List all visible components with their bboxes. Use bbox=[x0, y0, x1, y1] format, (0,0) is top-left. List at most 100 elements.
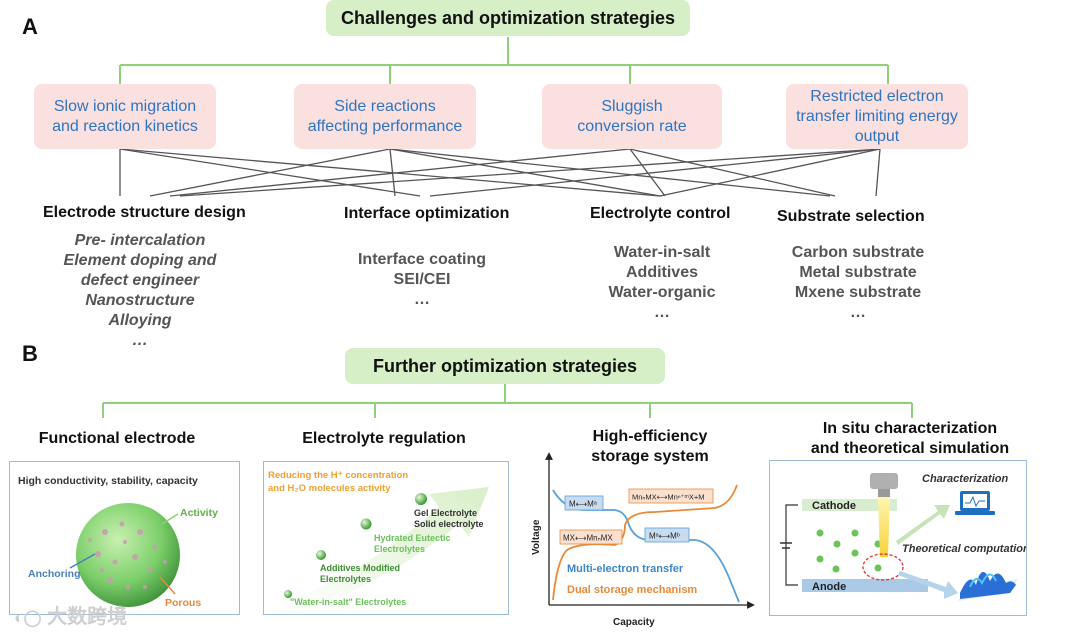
title-electrolyte-regulation: Electrolyte regulation bbox=[302, 430, 466, 447]
circuit-wire bbox=[785, 504, 798, 586]
probe-beam bbox=[878, 497, 890, 557]
list-item: Interface coating bbox=[357, 251, 487, 268]
anode-label: Anode bbox=[812, 581, 846, 593]
challenge-text: Side reactions bbox=[334, 97, 436, 115]
note-line1: Reducing the H⁺ concentration bbox=[268, 470, 408, 481]
list-item: defect engineer bbox=[80, 272, 200, 289]
list-item: Metal substrate bbox=[799, 264, 917, 281]
theoretical-label: Theoretical computation bbox=[902, 543, 1026, 555]
wis-label: "Water-in-salt" Electrolytes bbox=[290, 597, 406, 607]
list-item: Element doping and bbox=[63, 252, 217, 269]
list-item: … bbox=[850, 304, 866, 321]
arrow-to-computation bbox=[898, 571, 958, 599]
electrolyte-regulation-panel: Reducing the H⁺ concentration and H₂O mo… bbox=[263, 461, 509, 615]
characterization-label: Characterization bbox=[922, 473, 1008, 485]
additives-ball bbox=[316, 550, 326, 560]
additives-line2: Electrolytes bbox=[320, 574, 371, 584]
in-situ-illustration: Cathode Anode Characterization Theoretic… bbox=[780, 473, 1026, 601]
box-mx bbox=[559, 529, 623, 545]
challenge-text: transfer limiting energy bbox=[796, 107, 958, 125]
box-ma-text: Mᵃ⟷Mᵇ bbox=[649, 532, 680, 541]
challenge-ionic-migration: Slow ionic migration and reaction kineti… bbox=[34, 84, 216, 149]
strategy-list-electrode: Pre- intercalation Element doping and de… bbox=[40, 231, 240, 351]
section-b-connectors bbox=[102, 384, 913, 418]
cathode-bar bbox=[802, 499, 897, 511]
challenge-side-reactions: Side reactions affecting performance bbox=[294, 84, 476, 149]
eutectic-line2: Electrolytes bbox=[374, 544, 425, 554]
challenge-text: affecting performance bbox=[307, 117, 463, 135]
wis-ball bbox=[284, 590, 292, 598]
title-line: and theoretical simulation bbox=[810, 440, 1010, 457]
arrow-to-characterization bbox=[896, 505, 950, 545]
list-item: Nanostructure bbox=[85, 292, 195, 309]
eutectic-line1: Hydrated Eutectic bbox=[374, 533, 451, 543]
list-item: Water-in-salt bbox=[613, 244, 711, 261]
list-item: Water-organic bbox=[608, 284, 716, 301]
challenge-electron-transfer: Restricted electron transfer limiting en… bbox=[786, 84, 968, 149]
challenge-text: Sluggish bbox=[601, 97, 663, 115]
box-mn bbox=[628, 488, 714, 504]
challenge-text: Restricted electron bbox=[810, 87, 944, 105]
further-header: Further optimization strategies bbox=[345, 348, 665, 384]
title-line: storage system bbox=[591, 448, 709, 465]
strategy-title-interface: Interface optimization bbox=[344, 205, 510, 222]
strategy-list-substrate: Carbon substrate Metal substrate Mxene s… bbox=[758, 243, 958, 323]
challenge-text: Slow ionic migration bbox=[53, 97, 197, 115]
box-mn-text: MnₙMX⟷Mnⁿ⁺ᵐX+M bbox=[632, 493, 704, 502]
section-a-connectors bbox=[119, 37, 889, 197]
dual-storage-label: Dual storage mechanism bbox=[567, 584, 697, 596]
list-item: Carbon substrate bbox=[791, 244, 925, 261]
list-item: … bbox=[654, 304, 670, 321]
watermark-logo: ◐◯ 大数跨境 bbox=[14, 600, 127, 629]
gel-line2: Solid electrolyte bbox=[414, 519, 484, 529]
surface-plot-icon bbox=[958, 571, 1018, 601]
electrode-sphere bbox=[76, 503, 180, 607]
activity-label: Activity bbox=[180, 507, 218, 519]
porous-sphere-illustration: High conductivity, stability, capacity A… bbox=[18, 475, 218, 609]
challenge-text: conversion rate bbox=[577, 117, 687, 135]
porous-label: Porous bbox=[165, 597, 201, 609]
strategy-list-interface: Interface coating SEI/CEI … bbox=[322, 250, 522, 310]
title-in-situ: In situ characterization and theoretical… bbox=[790, 419, 1030, 459]
title-line: In situ characterization bbox=[822, 420, 998, 437]
strategy-title-electrode: Electrode structure design bbox=[43, 204, 246, 221]
focus-region bbox=[862, 553, 904, 581]
list-item: Alloying bbox=[108, 312, 172, 329]
pore-dots bbox=[88, 521, 167, 590]
anode-bar bbox=[802, 579, 928, 592]
box-mx-text: MX⟷MnₙMX bbox=[563, 534, 613, 543]
title-line: High-efficiency bbox=[592, 428, 708, 445]
multi-electron-label: Multi-electron transfer bbox=[567, 563, 684, 575]
eutectic-ball bbox=[360, 518, 372, 530]
electrolyte-arrow-illustration: Reducing the H⁺ concentration and H₂O mo… bbox=[268, 470, 489, 610]
y-axis-label: Voltage bbox=[531, 519, 542, 555]
ion-dots bbox=[816, 529, 882, 573]
functional-electrode-panel: High conductivity, stability, capacity A… bbox=[9, 461, 240, 615]
probe-source bbox=[870, 473, 898, 489]
x-axis-label: Capacity bbox=[613, 617, 655, 628]
box-m-text: M⟷Mᵃ bbox=[569, 500, 598, 509]
section-a-label: A bbox=[22, 14, 38, 39]
caption-text: High conductivity, stability, capacity bbox=[18, 475, 198, 487]
strategy-title-electrolyte: Electrolyte control bbox=[590, 205, 731, 222]
cathode-label: Cathode bbox=[812, 500, 856, 512]
section-b-label: B bbox=[22, 341, 38, 366]
trend-arrow bbox=[279, 487, 489, 610]
title-functional-electrode: Functional electrode bbox=[38, 430, 196, 447]
anchoring-label: Anchoring bbox=[28, 568, 81, 580]
storage-system-plot: Voltage Capacity M⟷Mᵃ MnₙMX⟷Mnⁿ⁺ᵐX+M MX⟷… bbox=[531, 452, 755, 628]
list-item: … bbox=[414, 291, 430, 308]
dual-storage-curve bbox=[552, 484, 738, 601]
strategy-title-substrate: Substrate selection bbox=[777, 208, 925, 225]
laptop-icon bbox=[955, 491, 995, 515]
challenges-header: Challenges and optimization strategies bbox=[326, 0, 690, 36]
challenge-text: and reaction kinetics bbox=[52, 117, 198, 135]
note-line2: and H₂O molecules activity bbox=[268, 483, 391, 494]
challenge-text: output bbox=[854, 127, 900, 145]
list-item: SEI/CEI bbox=[393, 271, 451, 288]
list-item: Mxene substrate bbox=[794, 284, 922, 301]
watermark-icon: ◐◯ bbox=[14, 610, 42, 627]
watermark-text: 大数跨境 bbox=[47, 606, 128, 628]
in-situ-panel: Cathode Anode Characterization Theoretic… bbox=[769, 460, 1027, 616]
title-storage-system: High-efficiency storage system bbox=[560, 427, 740, 467]
